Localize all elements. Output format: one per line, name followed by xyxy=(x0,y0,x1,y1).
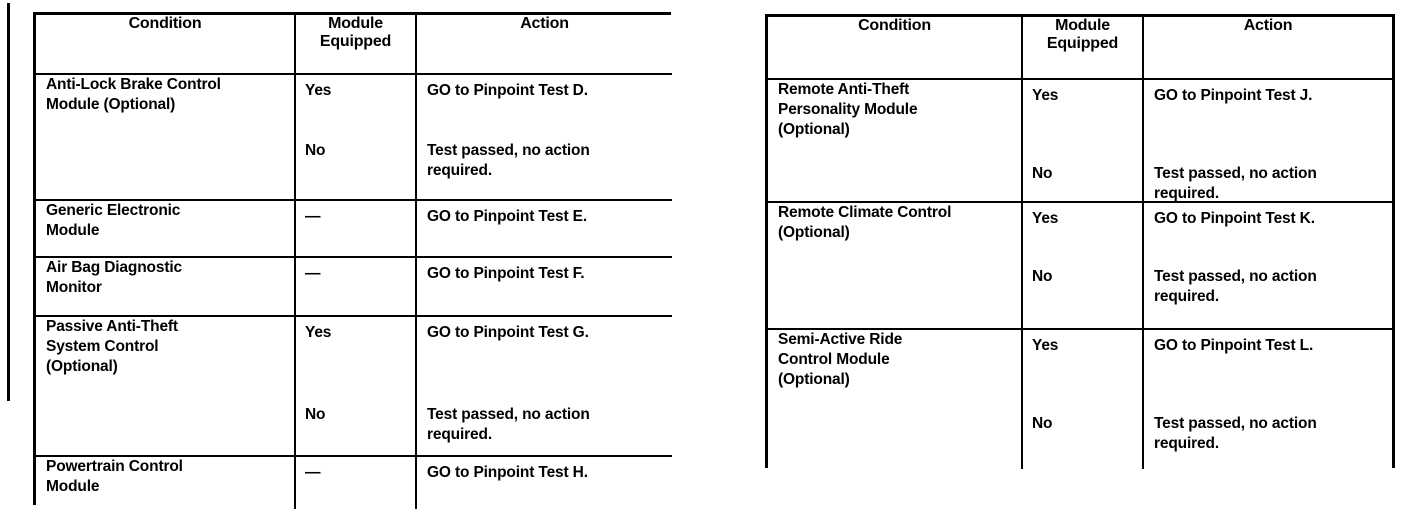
cell-action: GO to Pinpoint Test F. xyxy=(415,256,672,317)
action-value: GO to Pinpoint Test G. xyxy=(427,324,589,341)
action-value: Test passed, no action required. xyxy=(1154,415,1317,452)
table-row: Remote Anti-Theft Personality Module (Op… xyxy=(768,78,1392,203)
table-row: Passive Anti-Theft System Control (Optio… xyxy=(36,315,672,457)
table-left-grid: Condition Module Equipped Action Anti-Lo… xyxy=(36,15,672,509)
module-equipped-value: — xyxy=(305,464,321,481)
module-equipped-value: Yes xyxy=(305,82,332,99)
action-value: Test passed, no action required. xyxy=(427,406,590,443)
table-right-grid: Condition Module Equipped Action Remote … xyxy=(768,17,1392,469)
cell-condition: Anti-Lock Brake Control Module (Optional… xyxy=(36,73,296,201)
cell-action: GO to Pinpoint Test L. Test passed, no ac… xyxy=(1142,328,1392,469)
cell-module-equipped: — xyxy=(294,256,417,317)
module-equipped-value: — xyxy=(305,208,321,225)
action-value: GO to Pinpoint Test K. xyxy=(1154,210,1315,227)
page-margin-rule xyxy=(7,3,10,401)
cell-action: GO to Pinpoint Test J. Test passed, no ac… xyxy=(1142,78,1392,203)
action-value: GO to Pinpoint Test D. xyxy=(427,82,588,99)
module-equipped-value: — xyxy=(305,265,321,282)
cell-action: GO to Pinpoint Test D. Test passed, no ac… xyxy=(415,73,672,201)
action-value: GO to Pinpoint Test E. xyxy=(427,208,588,225)
module-equipped-value: No xyxy=(1032,165,1053,182)
module-equipped-value: Yes xyxy=(1032,210,1059,227)
cell-module-equipped: — xyxy=(294,455,417,509)
cell-condition: Powertrain Control Module xyxy=(36,455,296,509)
table-right-body: Remote Anti-Theft Personality Module (Op… xyxy=(768,78,1392,469)
cell-action: GO to Pinpoint Test E. xyxy=(415,199,672,258)
header-row: Condition Module Equipped Action xyxy=(36,15,672,75)
cell-condition: Semi-Active Ride Control Module (Optiona… xyxy=(768,328,1023,469)
action-value: GO to Pinpoint Test J. xyxy=(1154,87,1313,104)
table-row: Air Bag Diagnostic Monitor — GO to Pinpoin… xyxy=(36,256,672,317)
table-right-header: Condition Module Equipped Action xyxy=(768,17,1392,80)
cell-condition: Air Bag Diagnostic Monitor xyxy=(36,256,296,317)
module-equipped-value: No xyxy=(1032,268,1053,285)
table-row: Semi-Active Ride Control Module (Optiona… xyxy=(768,328,1392,469)
column-header-module-equipped: Module Equipped xyxy=(1021,17,1144,80)
table-row: Generic Electronic Module — GO to Pinpoint… xyxy=(36,199,672,258)
cell-module-equipped: — xyxy=(294,199,417,258)
module-equipped-value: No xyxy=(305,406,326,423)
cell-condition: Passive Anti-Theft System Control (Optio… xyxy=(36,315,296,457)
module-equipped-value: Yes xyxy=(305,324,332,341)
module-equipped-value: Yes xyxy=(1032,337,1059,354)
action-value: Test passed, no action required. xyxy=(1154,268,1317,305)
action-value: GO to Pinpoint Test L. xyxy=(1154,337,1314,354)
column-header-module-equipped: Module Equipped xyxy=(294,15,417,75)
diagnostic-table-left: Condition Module Equipped Action Anti-Lo… xyxy=(33,12,672,509)
action-value: GO to Pinpoint Test H. xyxy=(427,464,588,481)
module-equipped-value: Yes xyxy=(1032,87,1059,104)
header-row: Condition Module Equipped Action xyxy=(768,17,1392,80)
cell-action: GO to Pinpoint Test H. xyxy=(415,455,672,509)
cell-condition: Remote Climate Control (Optional) xyxy=(768,201,1023,330)
cell-condition: Generic Electronic Module xyxy=(36,199,296,258)
action-value: Test passed, no action required. xyxy=(1154,165,1317,202)
cell-condition: Remote Anti-Theft Personality Module (Op… xyxy=(768,78,1023,203)
column-header-condition: Condition xyxy=(36,15,296,75)
table-row: Anti-Lock Brake Control Module (Optional… xyxy=(36,73,672,201)
table-row: Powertrain Control Module — GO to Pinpoint… xyxy=(36,455,672,509)
cell-action: GO to Pinpoint Test G. Test passed, no ac… xyxy=(415,315,672,457)
column-header-condition: Condition xyxy=(768,17,1023,80)
module-equipped-value: No xyxy=(305,142,326,159)
column-header-action: Action xyxy=(1142,17,1392,80)
action-value: GO to Pinpoint Test F. xyxy=(427,265,585,282)
table-left-header: Condition Module Equipped Action xyxy=(36,15,672,75)
module-equipped-value: No xyxy=(1032,415,1053,432)
column-header-action: Action xyxy=(415,15,672,75)
table-left-body: Anti-Lock Brake Control Module (Optional… xyxy=(36,73,672,509)
cell-action: GO to Pinpoint Test K. Test passed, no ac… xyxy=(1142,201,1392,330)
action-value: Test passed, no action required. xyxy=(427,142,590,179)
diagnostic-table-right: Condition Module Equipped Action Remote … xyxy=(765,14,1395,469)
